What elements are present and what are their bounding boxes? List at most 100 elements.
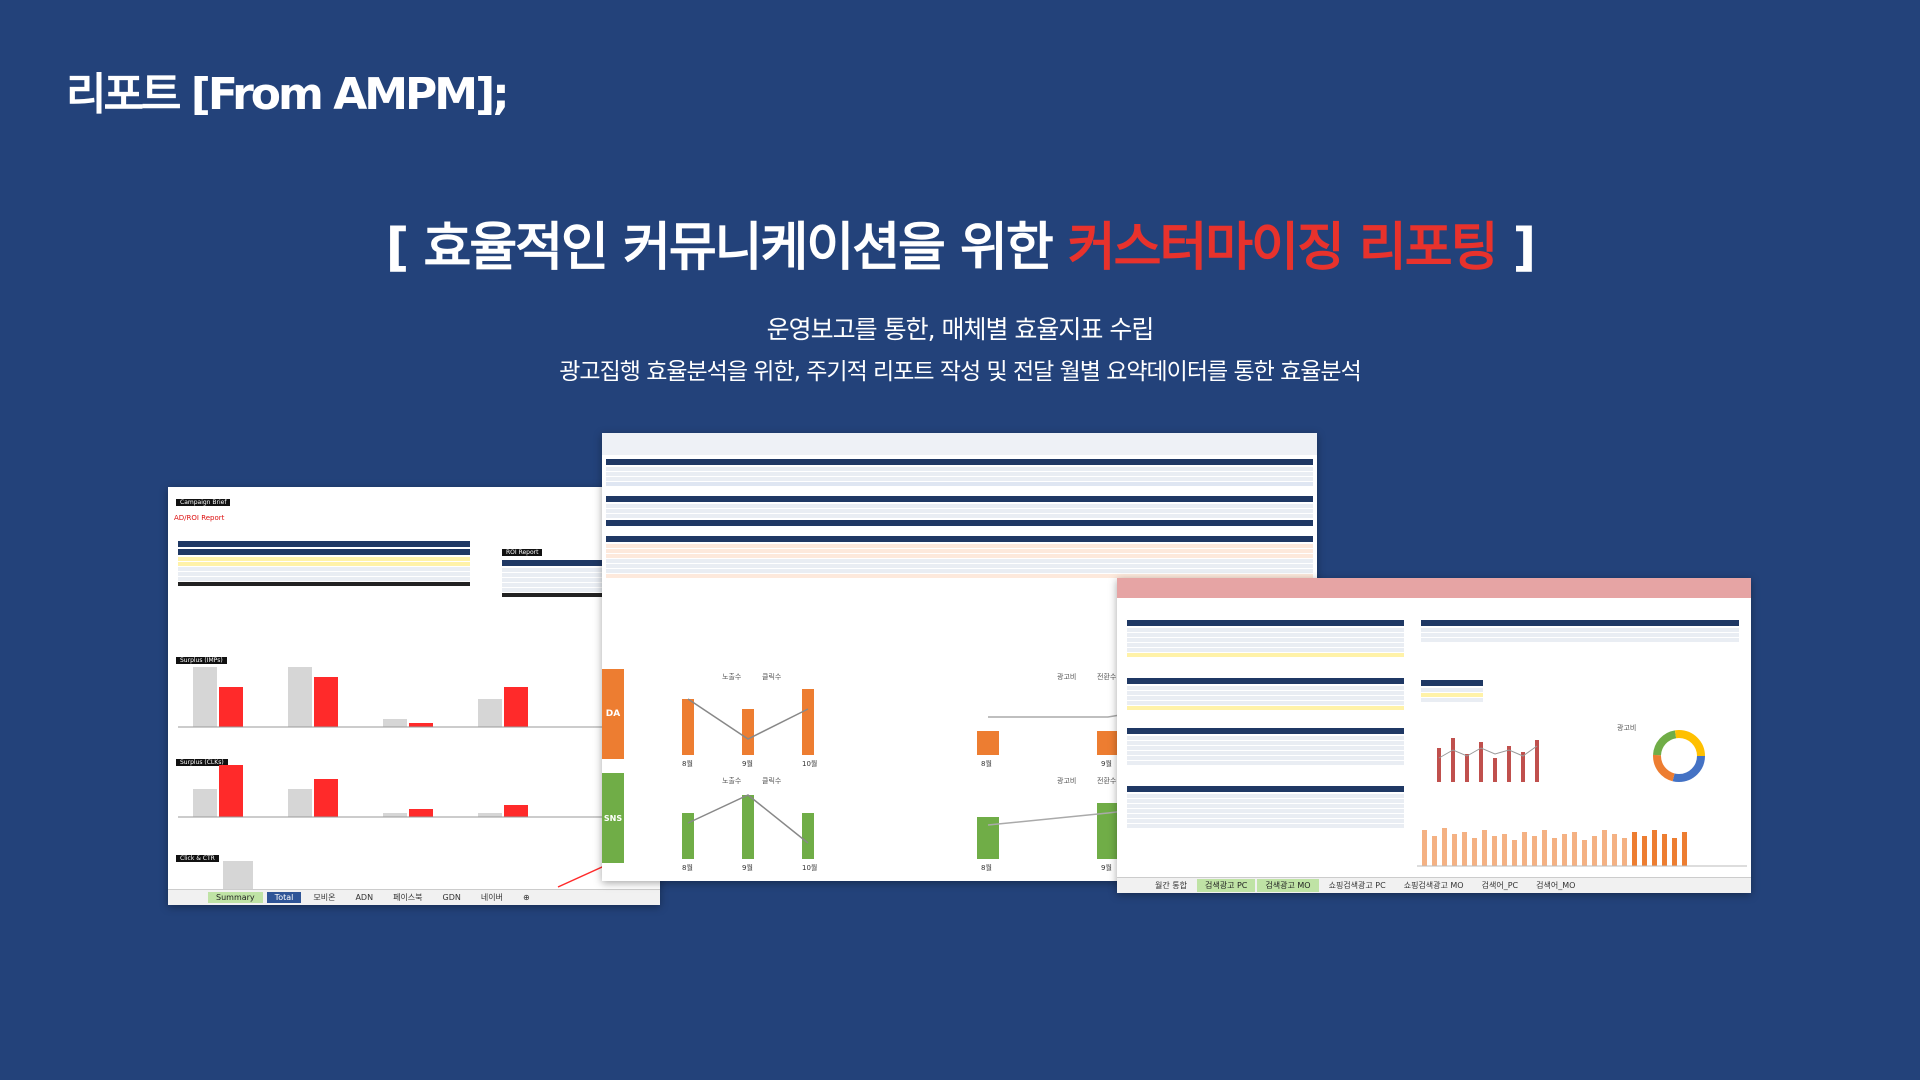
bar-red xyxy=(504,805,528,817)
right-small-table xyxy=(1417,678,1487,703)
add-sheet-icon[interactable]: ⊕ xyxy=(522,893,530,902)
click-ctr-tag-wrap: Click & CTR xyxy=(172,845,219,864)
legend-conversions: 전환수 xyxy=(1097,776,1117,785)
report-sheet-middle: DA SNS 노출수 클릭수 8월 9월 10월 광고비 전환수 8월 9월 1… xyxy=(602,433,1317,881)
sheet-tab-bar-right: 월간 통합 검색광고 PC 검색광고 MO 쇼핑검색광고 PC 쇼핑검색광고 M… xyxy=(1117,877,1751,893)
sheet-tab-adn[interactable]: ADN xyxy=(355,893,374,902)
bar-red xyxy=(409,723,433,727)
bar-red xyxy=(409,809,433,817)
bar-red xyxy=(1479,742,1483,782)
headline-prefix: [ 효율적인 커뮤니케이션을 위한 xyxy=(385,218,1068,278)
bar-green xyxy=(742,795,754,859)
month-label: 9월 xyxy=(742,863,753,872)
sheet-tab-total[interactable]: Total xyxy=(266,892,302,903)
sns-side-label: SNS xyxy=(602,773,624,863)
bar-orange xyxy=(682,699,694,755)
legend-impressions: 노출수 xyxy=(722,672,742,681)
bar-red xyxy=(314,677,338,727)
bar-green xyxy=(977,817,999,859)
bar-red xyxy=(1451,738,1455,782)
bar-orange xyxy=(1097,731,1119,755)
surplus-imps-tag: Surplus (IMPs) xyxy=(176,657,227,664)
bar-orange xyxy=(977,731,999,755)
month-label: 9월 xyxy=(742,759,753,768)
da-impressions-chart: 노출수 클릭수 8월 9월 10월 xyxy=(682,672,817,768)
sheet-tab-keyword-pc[interactable]: 검색어_PC xyxy=(1481,881,1519,890)
sheet-tab-gdn[interactable]: GDN xyxy=(442,893,461,902)
bar-red xyxy=(504,687,528,727)
sns-impressions-chart: 노출수 클릭수 8월 9월 10월 xyxy=(682,776,817,872)
legend-impressions: 노출수 xyxy=(722,776,742,785)
report-sheet-right: 광고비 월간 통합 검색광고 PC 검색광고 MO 쇼핑검색광고 PC 쇼핑검색… xyxy=(1117,578,1751,893)
headline: [ 효율적인 커뮤니케이션을 위한 커스터마이징 리포팅 ] xyxy=(0,205,1920,280)
sheet-tab-shopping-pc[interactable]: 쇼핑검색광고 PC xyxy=(1328,881,1386,890)
ad-roi-report-label: AD/ROI Report xyxy=(174,514,225,522)
bar-red xyxy=(1535,740,1539,782)
roi-report-tag: ROI Report xyxy=(502,549,543,556)
sheet-tab-search-pc[interactable]: 검색광고 PC xyxy=(1196,879,1256,892)
right-table-4 xyxy=(1123,784,1408,829)
da-side-label: DA xyxy=(602,669,624,759)
bar-red xyxy=(1521,752,1525,782)
headline-suffix: ] xyxy=(1496,218,1537,278)
bar-red xyxy=(1437,748,1441,782)
right-bar-line-chart xyxy=(1437,738,1539,782)
subtitle-secondary: 광고집행 효율분석을 위한, 주기적 리포트 작성 및 전달 월별 요약데이터를… xyxy=(559,359,1362,385)
monthly-table-2 xyxy=(602,496,1317,526)
right-table-3 xyxy=(1123,726,1408,766)
legend-clicks: 클릭수 xyxy=(762,777,782,785)
bar-red xyxy=(314,779,338,817)
bar-gray xyxy=(193,667,217,727)
bar-red xyxy=(1465,754,1469,782)
subtitle-primary: 운영보고를 통한, 매체별 효율지표 수립 xyxy=(766,315,1155,344)
sheet-tab-facebook[interactable]: 페이스북 xyxy=(393,893,423,902)
campaign-brief-tag: Campaign Brief xyxy=(176,499,231,506)
click-ctr-tag: Click & CTR xyxy=(176,855,219,862)
sheet-tab-shopping-mo[interactable]: 쇼핑검색광고 MO xyxy=(1403,881,1464,890)
legend-cost: 광고비 xyxy=(1057,672,1076,681)
month-label: 8월 xyxy=(682,759,693,768)
right-table-2 xyxy=(1123,676,1408,711)
sheet-tab-summary[interactable]: Summary xyxy=(208,892,263,903)
surplus-imps-chart xyxy=(178,667,648,728)
month-label: 9월 xyxy=(1101,863,1112,872)
legend-clicks: 클릭수 xyxy=(762,673,782,681)
roi-report-table: ROI Report xyxy=(498,539,658,598)
bar-red xyxy=(219,765,243,817)
bar-red xyxy=(1507,746,1511,782)
bar-green xyxy=(682,813,694,859)
sheet-tab-monthly[interactable]: 월간 통합 xyxy=(1155,881,1187,890)
monthly-table-3 xyxy=(602,536,1317,578)
sheet-tab-keyword-mo[interactable]: 검색어_MO xyxy=(1536,881,1576,890)
bar-orange xyxy=(802,689,814,755)
sheet-tab-bar-left: Summary Total 모비온 ADN 페이스북 GDN 네이버 ⊕ xyxy=(168,889,660,905)
bar-gray xyxy=(383,719,407,727)
sheet-tab-naver[interactable]: 네이버 xyxy=(480,893,503,902)
month-label: 8월 xyxy=(981,863,992,872)
legend-conversions: 전환수 xyxy=(1097,672,1117,681)
donut-label: 광고비 xyxy=(1617,723,1636,732)
legend-cost: 광고비 xyxy=(1057,776,1076,785)
bar-red xyxy=(1493,758,1497,782)
bar-gray xyxy=(288,789,312,817)
report-sheet-left: Campaign Brief AD/ROI Report ROI Report … xyxy=(168,487,660,905)
monthly-table-1 xyxy=(602,459,1317,486)
bar-gray xyxy=(193,789,217,817)
month-label: 10월 xyxy=(802,863,817,872)
bar-gray xyxy=(478,813,502,817)
surplus-imps-tag-wrap: Surplus (IMPs) xyxy=(172,647,227,666)
surplus-clks-tag: Surplus (CLKs) xyxy=(176,759,228,766)
month-label: 8월 xyxy=(682,863,693,872)
bar-green xyxy=(802,813,814,859)
sheet-tab-mobion[interactable]: 모비온 xyxy=(313,893,336,902)
right-table-1 xyxy=(1123,618,1408,658)
right-summary-table xyxy=(1417,618,1743,643)
bar-gray xyxy=(383,813,407,817)
ad-roi-table xyxy=(174,539,474,587)
bar-orange xyxy=(742,709,754,755)
bar-gray xyxy=(478,699,502,727)
sheet-tab-search-mo[interactable]: 검색광고 MO xyxy=(1257,879,1319,892)
bar-green xyxy=(1097,803,1119,859)
right-orange-bars-chart xyxy=(1417,828,1747,867)
bar-gray xyxy=(223,861,253,889)
